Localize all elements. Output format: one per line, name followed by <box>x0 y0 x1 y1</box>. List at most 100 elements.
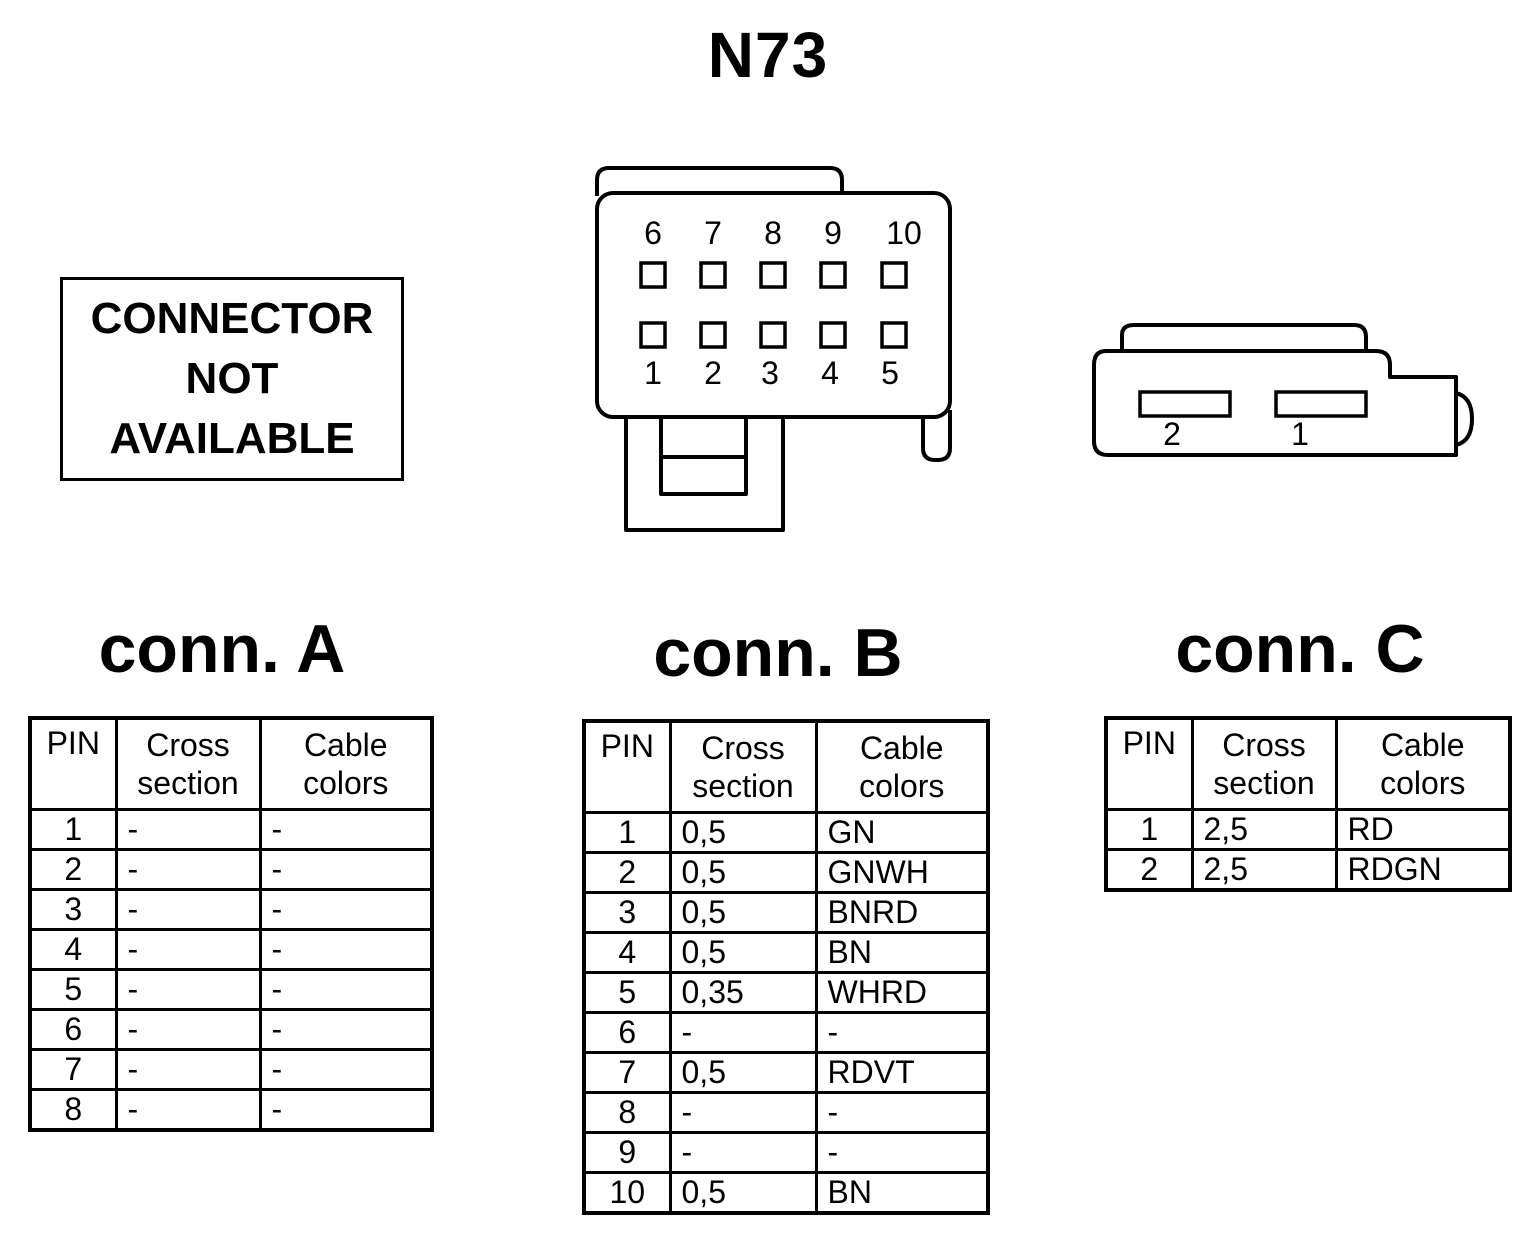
connector-not-available-box: CONNECTOR NOT AVAILABLE <box>60 277 404 481</box>
pin-cell: 8 <box>582 1091 672 1134</box>
cable-color-cell: GN <box>814 811 990 854</box>
table-row: 5-- <box>28 968 434 1011</box>
pin-cell: 1 <box>582 811 672 854</box>
not-available-line-1: CONNECTOR <box>90 294 374 343</box>
cross-section-cell: 2,5 <box>1190 848 1338 892</box>
cable-color-cell: BN <box>814 931 990 974</box>
table-row: 9-- <box>582 1131 990 1174</box>
cross-section-cell: - <box>114 1088 262 1132</box>
conn-b-pin-label: 3 <box>761 355 779 391</box>
cable-color-cell: BNRD <box>814 891 990 934</box>
header-pin: PIN <box>1104 716 1194 811</box>
cable-color-cell: RD <box>1334 808 1512 851</box>
cable-color-cell: - <box>258 1008 434 1051</box>
cable-color-cell: - <box>258 848 434 891</box>
cross-section-cell: 0,35 <box>668 971 818 1014</box>
cable-color-cell: - <box>814 1091 990 1134</box>
table-row: 2-- <box>28 848 434 891</box>
table-row: 4-- <box>28 928 434 971</box>
page-title: N73 <box>707 19 829 91</box>
pin-cell: 2 <box>1104 848 1194 892</box>
table-row: 6-- <box>582 1011 990 1054</box>
cable-color-cell: - <box>258 968 434 1011</box>
cross-section-cell: - <box>114 808 262 851</box>
cable-color-cell: RDVT <box>814 1051 990 1094</box>
pin-cell: 2 <box>582 851 672 894</box>
pin-cell: 8 <box>28 1088 118 1132</box>
cross-section-cell: - <box>114 888 262 931</box>
conn-b-title: conn. B <box>653 615 903 691</box>
conn-b-pin-label: 8 <box>764 215 782 251</box>
pin-cell: 6 <box>28 1008 118 1051</box>
conn-b-pin-label: 6 <box>644 215 662 251</box>
pin-cell: 3 <box>582 891 672 934</box>
cross-section-cell: 0,5 <box>668 931 818 974</box>
table-row: 3-- <box>28 888 434 931</box>
conn-b-pin-label: 4 <box>821 355 839 391</box>
cross-section-cell: - <box>668 1011 818 1054</box>
cable-color-cell: - <box>258 928 434 971</box>
cable-color-cell: - <box>258 1048 434 1091</box>
cross-section-cell: 0,5 <box>668 891 818 934</box>
header-pin: PIN <box>582 719 672 814</box>
cross-section-cell: 0,5 <box>668 851 818 894</box>
cross-section-cell: - <box>114 1008 262 1051</box>
cable-color-cell: - <box>258 808 434 851</box>
cross-section-cell: - <box>114 928 262 971</box>
conn-c-title: conn. C <box>1175 611 1425 687</box>
cross-section-cell: - <box>114 968 262 1011</box>
pin-cell: 4 <box>582 931 672 974</box>
cable-color-cell: - <box>814 1011 990 1054</box>
pin-cell: 6 <box>582 1011 672 1054</box>
connector-c-drawing: 2 1 <box>1092 323 1474 457</box>
pin-cell: 7 <box>28 1048 118 1091</box>
cross-section-cell: - <box>668 1091 818 1134</box>
pin-cell: 1 <box>1104 808 1194 851</box>
cross-section-cell: - <box>668 1131 818 1174</box>
cable-color-cell: - <box>258 888 434 931</box>
cable-color-cell: GNWH <box>814 851 990 894</box>
connector-b-drawing: 6 7 8 9 10 1 2 3 4 5 <box>595 166 952 532</box>
pin-cell: 2 <box>28 848 118 891</box>
pin-cell: 4 <box>28 928 118 971</box>
conn-b-pin-label: 9 <box>824 215 842 251</box>
conn-b-pin-label: 10 <box>886 215 922 251</box>
conn-a-title: conn. A <box>98 611 346 687</box>
cable-color-cell: WHRD <box>814 971 990 1014</box>
conn-b-pin-label: 1 <box>644 355 662 391</box>
header-pin: PIN <box>28 716 118 811</box>
conn-b-pin-label: 5 <box>881 355 899 391</box>
table-row: 8-- <box>582 1091 990 1134</box>
table-row: 7-- <box>28 1048 434 1091</box>
pin-cell: 7 <box>582 1051 672 1094</box>
table-row: 8-- <box>28 1088 434 1132</box>
pin-cell: 3 <box>28 888 118 931</box>
cross-section-cell: 0,5 <box>668 811 818 854</box>
conn-c-pin-label: 1 <box>1291 416 1309 452</box>
cable-color-cell: BN <box>814 1171 990 1215</box>
pin-cell: 5 <box>28 968 118 1011</box>
cross-section-cell: - <box>114 848 262 891</box>
conn-b-pin-label: 2 <box>704 355 722 391</box>
cross-section-cell: 0,5 <box>668 1171 818 1215</box>
cross-section-cell: 0,5 <box>668 1051 818 1094</box>
